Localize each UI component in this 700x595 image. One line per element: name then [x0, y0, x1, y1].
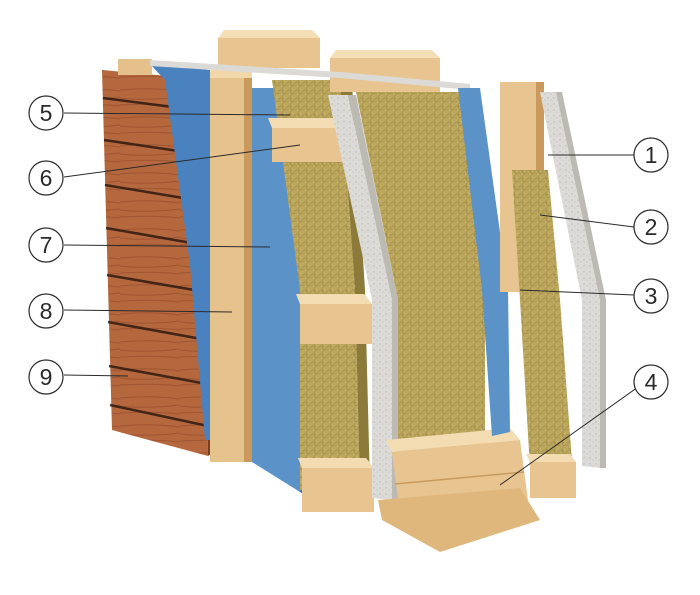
svg-text:3: 3	[645, 283, 658, 309]
inner-board-layer	[540, 92, 606, 468]
callout-1: 1	[633, 137, 669, 173]
callout-4: 4	[633, 364, 669, 400]
svg-text:5: 5	[40, 100, 53, 126]
inner-insulation-layer	[512, 170, 572, 468]
callout-3: 3	[633, 278, 669, 314]
top-beams	[150, 30, 470, 92]
svg-text:9: 9	[40, 364, 53, 390]
svg-text:7: 7	[40, 232, 53, 258]
callout-6: 6	[28, 160, 64, 196]
counter-batten-layer	[150, 64, 252, 462]
callout-9: 9	[28, 359, 64, 395]
bottom-beam	[378, 428, 540, 552]
outer-blocks	[268, 118, 374, 512]
inner-membrane-layer	[458, 88, 510, 436]
svg-text:4: 4	[645, 369, 658, 395]
leader-lines	[63, 112, 649, 486]
inner-bottom-block	[526, 454, 576, 498]
svg-text:1: 1	[645, 142, 658, 168]
callout-2: 2	[633, 209, 669, 245]
main-insulation-layer	[356, 92, 485, 470]
svg-text:2: 2	[645, 214, 658, 240]
callout-8: 8	[28, 293, 64, 329]
callout-7: 7	[28, 227, 64, 263]
svg-text:6: 6	[40, 165, 53, 191]
callout-5: 5	[28, 95, 64, 131]
svg-text:8: 8	[40, 298, 53, 324]
